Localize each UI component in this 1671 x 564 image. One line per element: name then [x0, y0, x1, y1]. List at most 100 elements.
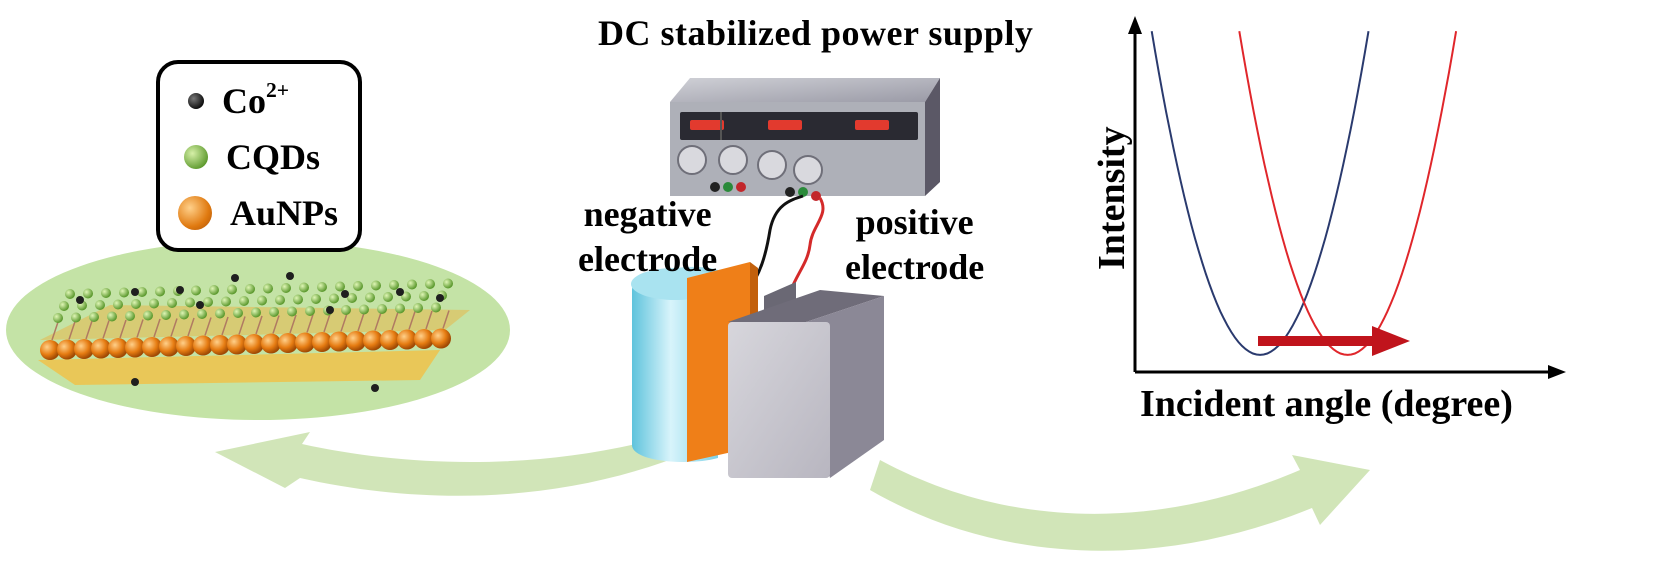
co-ion-particles	[76, 272, 444, 392]
cqd-particle	[215, 308, 225, 319]
cqd-particle	[425, 279, 435, 289]
y-axis-label: Intensity	[1091, 126, 1133, 270]
co-ion-particle	[436, 294, 444, 302]
cqd-particle	[155, 286, 165, 297]
power-supply-title: DC stabilized power supply	[598, 13, 1034, 53]
cqd-particle	[269, 307, 279, 317]
aunp-particle	[346, 331, 366, 351]
cqd-particle	[107, 311, 117, 322]
cqd-particle	[329, 293, 339, 304]
legend-item-aunps: AuNPs	[178, 188, 338, 238]
co-ion-particle	[131, 378, 139, 386]
cqd-particle	[197, 309, 207, 319]
cqd-particle	[353, 281, 363, 291]
cqd-particle	[287, 306, 297, 317]
particle-legend: Co2+ CQDs AuNPs	[156, 60, 362, 252]
co-ion-particle	[396, 288, 404, 296]
linker	[221, 316, 229, 336]
aunp-particle	[261, 333, 281, 354]
cqd-particle	[191, 285, 201, 296]
aunp-particle	[193, 335, 213, 356]
cqd-particle	[395, 303, 405, 314]
cqd-particle	[443, 278, 453, 289]
linker	[255, 315, 263, 335]
cqd-particle	[365, 292, 375, 303]
co-ion-particle	[196, 301, 204, 309]
cqd-particle	[71, 312, 81, 323]
cqd-particle	[275, 295, 285, 305]
cqd-particle	[317, 282, 327, 292]
negative-label-line1: negative	[583, 194, 712, 234]
aunp-particle	[159, 336, 179, 357]
electrochemical-cell	[631, 262, 884, 478]
y-axis-arrowhead	[1128, 16, 1142, 34]
co-ion-particle	[286, 272, 294, 280]
cqd-particle	[233, 308, 243, 318]
cqd-particle	[101, 288, 111, 298]
cqd-particle	[311, 294, 321, 304]
power-supply-device	[670, 78, 940, 201]
aunp-particle	[108, 338, 128, 358]
cqd-particle	[149, 298, 159, 309]
linker	[136, 319, 144, 338]
cqd-particle	[179, 309, 189, 320]
legend-label-co: Co2+	[222, 77, 290, 121]
linker	[306, 314, 314, 333]
cqd-particle	[281, 283, 291, 293]
linker	[85, 320, 93, 340]
co-ion-particle	[371, 384, 379, 392]
cqd-particle	[413, 303, 423, 313]
linker	[187, 317, 195, 337]
cqd-particle	[239, 296, 249, 306]
legend-label-aunps: AuNPs	[230, 193, 339, 233]
linker	[408, 311, 416, 330]
spr-chart	[1128, 16, 1566, 379]
linker	[323, 313, 331, 333]
linker	[442, 310, 450, 329]
cqd-particle	[251, 307, 261, 318]
cqd-particle	[119, 287, 129, 298]
aunp-particle	[380, 330, 400, 350]
aunp-particle	[40, 340, 60, 360]
co-ion-particle	[131, 288, 139, 296]
right-green-arrow	[870, 455, 1370, 551]
cqd-particle	[359, 304, 369, 315]
cqd-particle	[83, 288, 93, 299]
aunp-particle	[244, 334, 264, 354]
cqd-particle	[389, 280, 399, 290]
aunp-particle	[329, 331, 349, 352]
linker	[425, 310, 433, 330]
cqd-particle	[209, 285, 219, 295]
cqd-particle	[113, 299, 123, 310]
cqd-particle	[383, 292, 393, 302]
cqd-particle	[407, 279, 417, 290]
aunp-particle	[312, 332, 332, 352]
positive-label-line1: positive	[855, 202, 974, 242]
co-ion-particle	[326, 306, 334, 314]
negative-electrode-label: negative electrode	[578, 192, 717, 282]
cqd-particle	[419, 291, 429, 301]
aunp-particle	[414, 329, 434, 349]
cqd-particle	[203, 297, 213, 307]
aunp-particle	[363, 330, 383, 351]
cqd-particle	[257, 295, 267, 306]
legend-item-co: Co2+	[178, 76, 289, 126]
linker	[391, 311, 399, 331]
cqd-particle	[53, 313, 63, 323]
co-ion-particle	[176, 286, 184, 294]
x-axis-label: Incident angle (degree)	[1140, 383, 1513, 425]
cqd-particle	[59, 301, 69, 311]
linker	[289, 314, 297, 334]
cqd-particle	[377, 304, 387, 314]
red-wire	[788, 197, 825, 293]
linker	[374, 312, 382, 331]
aunp-particle	[431, 328, 451, 349]
positive-label-line2: electrode	[845, 247, 985, 287]
cqd-particle	[89, 312, 99, 322]
co-ion-particle	[231, 274, 239, 282]
cqd-particle	[245, 284, 255, 294]
cqd-particle	[305, 306, 315, 316]
cqd-particle-layer	[53, 278, 453, 323]
cqd-particle	[143, 310, 153, 321]
linker	[170, 318, 178, 337]
